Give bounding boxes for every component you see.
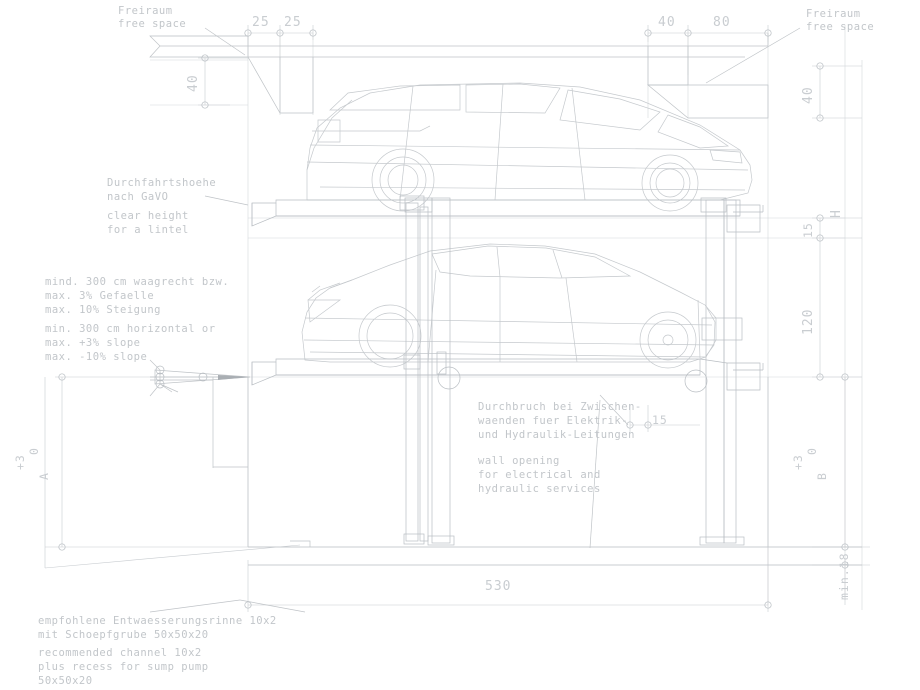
upper-car-front-wheel <box>641 154 699 212</box>
slope-en-1: min. 300 cm horizontal or <box>45 323 216 335</box>
drainage-de-2: mit Schoepfgrube 50x50x20 <box>38 629 209 641</box>
dim-top-right-80: 80 <box>713 15 731 30</box>
clear-height-en-1: clear height <box>107 210 189 222</box>
dim-right-pit-zero: 0 <box>805 447 819 455</box>
pit-outline <box>44 377 862 613</box>
lower-car-front-wheel <box>639 311 697 369</box>
drainage-en-3: 50x50x20 <box>38 675 93 687</box>
wall-opening-en-3: hydraulic services <box>478 483 601 495</box>
dim-bottom-min18: min.18 <box>837 552 851 600</box>
dim-mid-15: 15 <box>652 413 668 427</box>
dim-bottom-530: 530 <box>485 579 511 594</box>
label-wall-opening: Durchbruch bei Zwischen- waenden fuer El… <box>478 394 642 549</box>
dim-top-right-40: 40 <box>658 15 676 30</box>
dim-right-H: H <box>829 209 844 218</box>
dim-right-120: 120 <box>801 309 816 335</box>
drainage-en-2: plus recess for sump pump <box>38 661 209 673</box>
wall-opening-en-1: wall opening <box>478 455 560 467</box>
slope-arrow-marker <box>149 359 251 397</box>
clear-height-de-1: Durchfahrtshoehe <box>107 177 216 189</box>
clear-height-de-2: nach GaVO <box>107 191 168 203</box>
free-space-right-en: free space <box>806 21 874 33</box>
construction-lines <box>45 25 870 612</box>
label-free-space-left: Freiraum free space <box>118 5 186 30</box>
free-space-right-de: Freiraum <box>806 8 861 20</box>
free-space-left-en: free space <box>118 18 186 30</box>
dimension-nodes <box>58 29 849 609</box>
wall-opening-en-2: for electrical and <box>478 469 601 481</box>
clear-height-en-2: for a lintel <box>107 224 189 236</box>
upper-vehicle <box>306 82 753 212</box>
lower-car-rear-wheel <box>358 304 422 368</box>
slope-en-3: max. -10% slope <box>45 351 147 363</box>
dim-right-40: 40 <box>801 86 816 104</box>
dim-right-pit-label: B <box>815 472 829 480</box>
lower-vehicle <box>301 243 717 369</box>
wall-opening-de-3: und Hydraulik-Leitungen <box>478 429 635 441</box>
label-free-space-right: Freiraum free space <box>806 8 874 33</box>
slope-de-1: mind. 300 cm waagrecht bzw. <box>45 276 229 288</box>
dim-left-pit-plus3: +3 <box>13 454 27 470</box>
dim-left-pit-label: A <box>37 472 51 480</box>
dim-top-left-25b: 25 <box>284 15 302 30</box>
dim-right-pit-plus3: +3 <box>791 454 805 470</box>
dim-top-left-25a: 25 <box>252 15 270 30</box>
dim-left-40: 40 <box>186 74 201 92</box>
drainage-en-1: recommended channel 10x2 <box>38 647 202 659</box>
dim-left-pit-zero: 0 <box>27 447 41 455</box>
wall-opening-de-1: Durchbruch bei Zwischen- <box>478 401 642 413</box>
lift-columns <box>399 195 745 546</box>
label-slope: mind. 300 cm waagrecht bzw. max. 3% Gefa… <box>45 276 229 363</box>
dim-right-15: 15 <box>801 222 815 238</box>
slope-de-3: max. 10% Steigung <box>45 304 161 316</box>
lower-platform <box>248 358 862 548</box>
free-space-wedges <box>204 27 801 119</box>
slope-en-2: max. +3% slope <box>45 337 141 349</box>
ceiling-slab <box>149 33 769 86</box>
drainage-de-1: empfohlene Entwaesserungsrinne 10x2 <box>38 615 277 627</box>
wall-opening-de-2: waenden fuer Elektrik- <box>478 415 628 427</box>
label-clear-height: Durchfahrtshoehe nach GaVO clear height … <box>107 177 249 236</box>
upper-platform <box>251 197 764 233</box>
free-space-left-de: Freiraum <box>118 5 173 17</box>
upper-car-rear-wheel <box>371 148 435 212</box>
slope-de-2: max. 3% Gefaelle <box>45 290 154 302</box>
label-drainage: empfohlene Entwaesserungsrinne 10x2 mit … <box>38 615 277 687</box>
